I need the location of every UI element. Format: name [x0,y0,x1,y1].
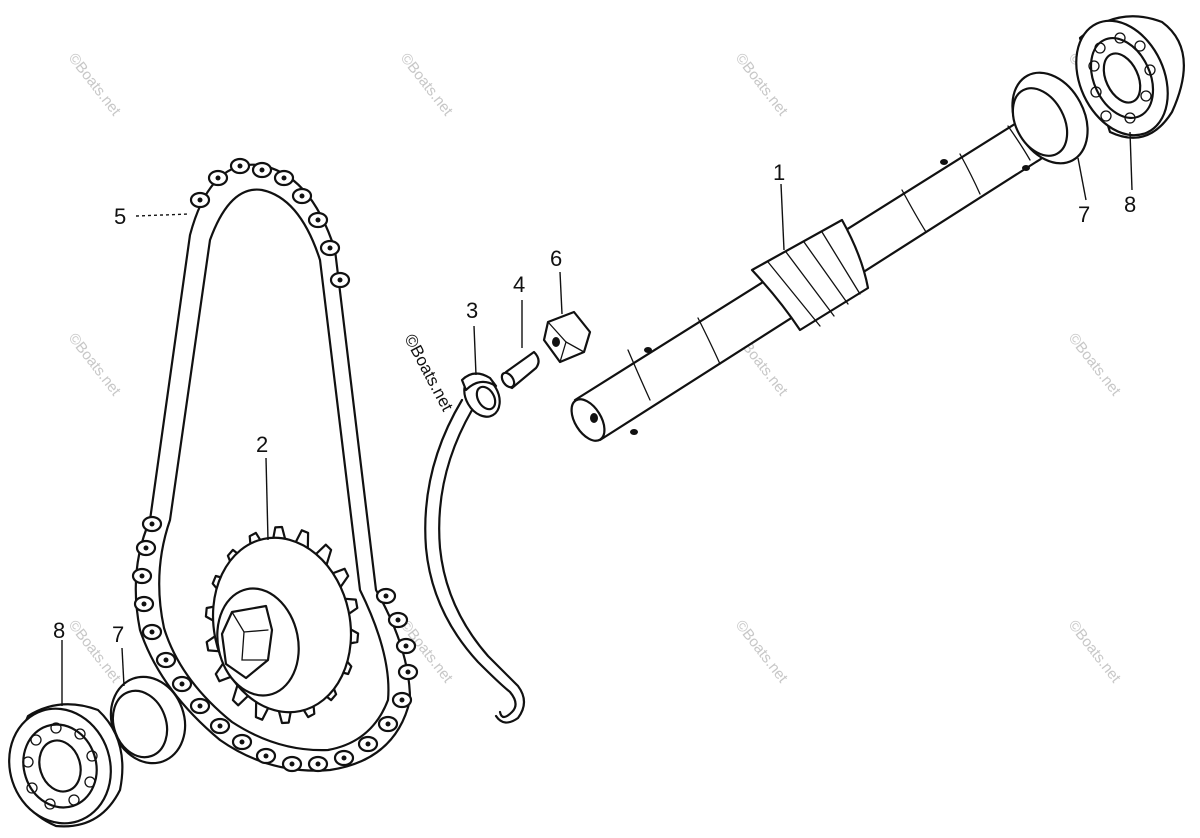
watermark: ©Boats.net [65,50,125,120]
chain-link-pin [383,593,389,599]
chain-link-pin [215,175,221,181]
collar-part-3 [424,372,526,724]
chain-link-pin [197,703,203,709]
chain-link-pin [149,521,155,527]
chain-links [131,157,419,773]
chain-link-pin [299,193,305,199]
callout-7-bottom: 7 [112,622,124,647]
chain-link-pin [315,217,321,223]
callout-8-bottom: 8 [53,618,65,643]
watermark: ©Boats.net [732,617,792,687]
chain-link-pin [263,753,269,759]
chain-link-pin [395,617,401,623]
shaft-part-1 [570,117,1054,442]
watermark: ©Boats.net [397,50,457,120]
watermark: ©Boats.net [1065,617,1125,687]
chain-link-pin [327,245,333,251]
callout-2: 2 [256,432,268,457]
seal-part-7-bottom [109,675,187,765]
watermark: ©Boats.net [732,50,792,120]
chain-link-pin [239,739,245,745]
chain-link-pin [141,601,147,607]
callout-7-top: 7 [1078,202,1090,227]
sprocket-part-2 [204,525,360,725]
chain-link-pin [399,697,405,703]
callout-6: 6 [550,246,562,271]
chain-link-pin [337,277,343,283]
chain-link-pin [259,167,265,173]
watermark-dark: ©Boats.net [400,331,457,415]
callout-5: 5 [114,204,126,229]
callout-8-top: 8 [1124,192,1136,217]
chain-link-pin [217,723,223,729]
chain-link-pin [197,197,203,203]
watermark: ©Boats.net [1065,330,1125,400]
chain-link-pin [315,761,321,767]
callouts: 1 2 3 4 5 6 7 8 7 8 [53,131,1136,706]
chain-link-pin [237,163,243,169]
callout-4: 4 [513,272,525,297]
seal-part-7-top [1011,71,1089,165]
chain-link-pin [139,573,145,579]
chain-link-pin [281,175,287,181]
chain-link-pin [143,545,149,551]
chain-link-pin [341,755,347,761]
block-part-6 [542,310,592,364]
chain-part-5 [131,157,419,773]
chain-link-pin [179,681,185,687]
chain-link-pin [405,669,411,675]
chain-link-pin [365,741,371,747]
watermark: ©Boats.net [65,330,125,400]
chain-link-pin [403,643,409,649]
chain-link-pin [289,761,295,767]
chain-link-pin [163,657,169,663]
chain-link-pin [149,629,155,635]
bearing-part-8-top [1075,15,1185,139]
callout-3: 3 [466,298,478,323]
chain-link-pin [385,721,391,727]
bearing-part-8-bottom [8,703,124,828]
callout-1: 1 [773,160,785,185]
pin-part-4 [500,350,540,390]
